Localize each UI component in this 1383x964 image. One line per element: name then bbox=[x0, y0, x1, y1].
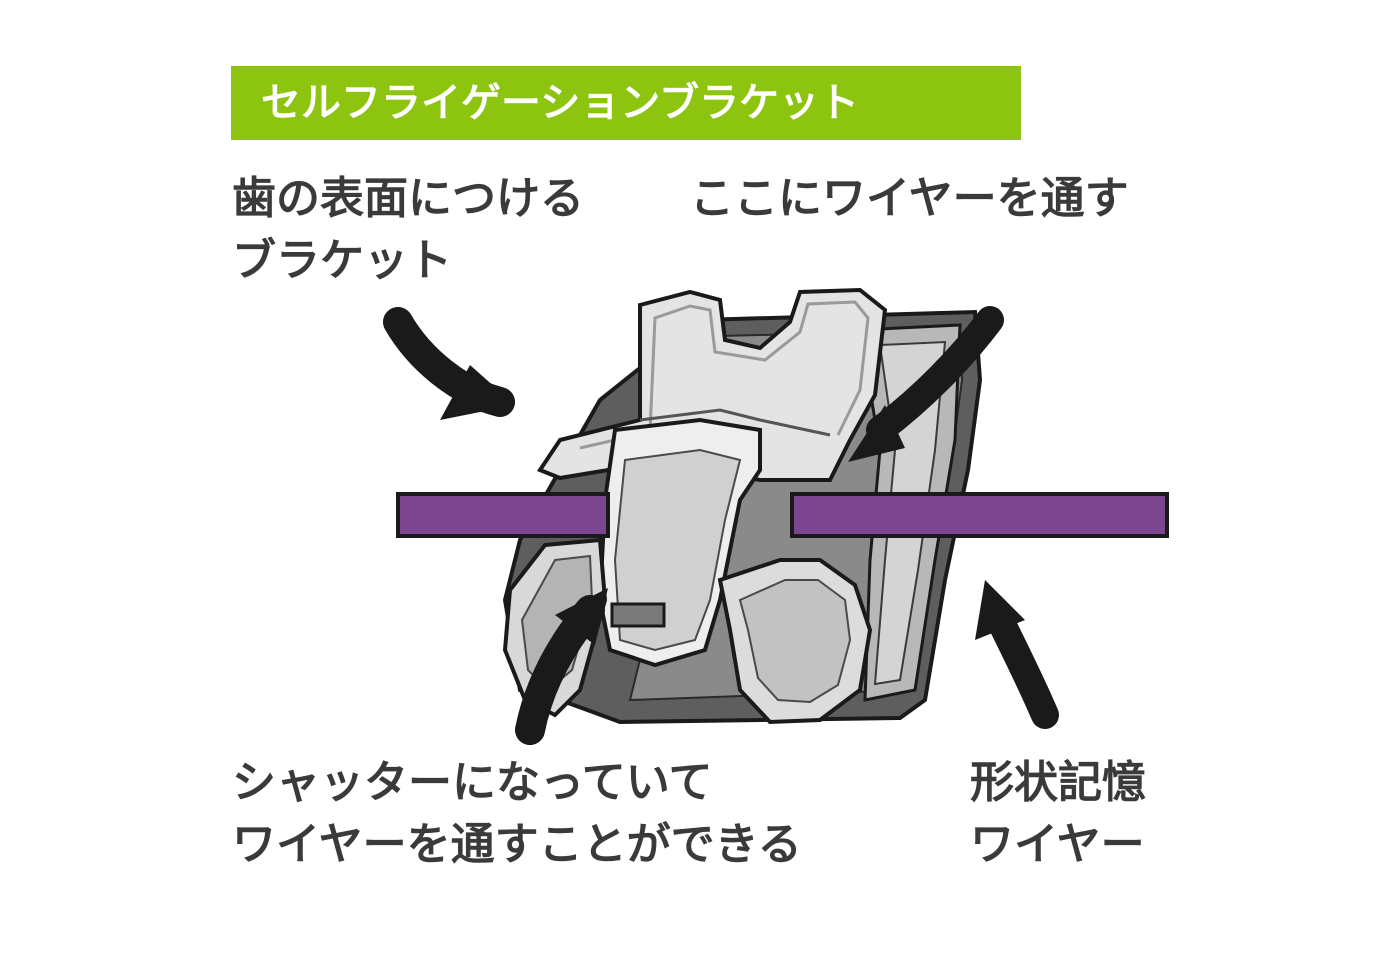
arrow-to-shutter bbox=[515, 588, 608, 745]
title-text: セルフライゲーションブラケット bbox=[261, 80, 859, 126]
label-shutter-line-1: シャッターになっていて bbox=[232, 757, 713, 808]
bracket-lower-right-wing bbox=[717, 558, 873, 725]
label-wire-line-2: ワイヤー bbox=[970, 819, 1145, 870]
wire bbox=[396, 492, 1169, 538]
label-shutter: シャッターになっていて ワイヤーを通すことができる bbox=[232, 752, 802, 876]
arrow-to-wire bbox=[975, 580, 1059, 729]
label-bracket: 歯の表面につける ブラケット bbox=[232, 168, 584, 292]
arrow-to-slot bbox=[848, 306, 1004, 462]
label-slot: ここにワイヤーを通す bbox=[690, 168, 1129, 230]
title-banner: セルフライゲーションブラケット bbox=[231, 66, 1021, 140]
label-bracket-line-2: ブラケット bbox=[232, 235, 452, 286]
label-bracket-line-1: 歯の表面につける bbox=[232, 173, 584, 224]
label-slot-line-1: ここにワイヤーを通す bbox=[690, 173, 1129, 224]
bracket-shutter bbox=[597, 417, 762, 668]
label-shutter-line-2: ワイヤーを通すことができる bbox=[232, 819, 802, 870]
label-wire: 形状記憶 ワイヤー bbox=[970, 752, 1146, 876]
label-wire-line-1: 形状記憶 bbox=[970, 757, 1146, 808]
arrow-to-bracket bbox=[383, 307, 515, 420]
